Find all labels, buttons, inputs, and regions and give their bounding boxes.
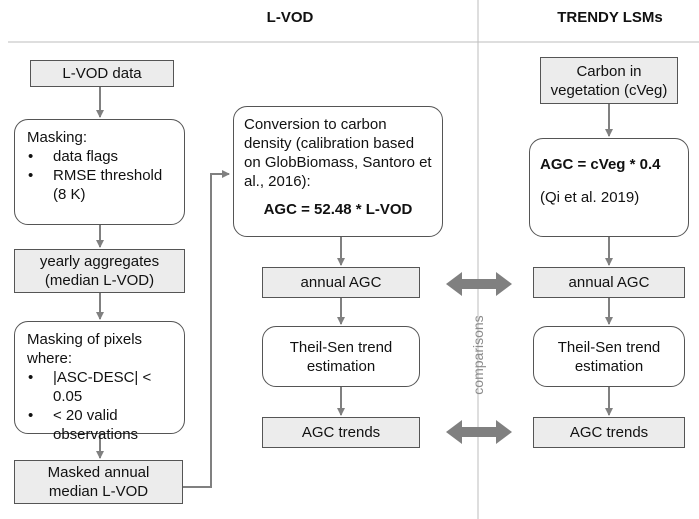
agc-trends-label-right: AGC trends <box>569 424 649 441</box>
lvod-header: L-VOD <box>266 9 314 26</box>
theil-sen-box-right: Theil-Sen trend estimation <box>533 326 685 387</box>
masked-line1: Masked annual <box>47 464 150 481</box>
masked-line2: median L-VOD <box>48 483 149 500</box>
masking-box: Masking: data flags RMSE threshold (8 K) <box>14 119 185 225</box>
masking-item-rmse: RMSE threshold (8 K) <box>27 166 172 204</box>
carbon-vegetation-box: Carbon in vegetation (cVeg) <box>540 57 678 104</box>
annual-agc-box-middle: annual AGC <box>262 267 420 298</box>
cveg-formula-box: AGC = cVeg * 0.4 (Qi et al. 2019) <box>529 138 689 237</box>
conversion-formula: AGC = 52.48 * L-VOD <box>263 201 413 218</box>
conversion-box: Conversion to carbon density (calibratio… <box>233 106 443 237</box>
theil-line1-middle: Theil-Sen trend <box>289 338 393 356</box>
comparison-double-arrow-annual <box>446 272 512 296</box>
carbon-line2: vegetation (cVeg) <box>550 81 668 99</box>
yearly-aggregates-box: yearly aggregates (median L-VOD) <box>14 249 185 293</box>
agc-trends-label-middle: AGC trends <box>301 424 381 441</box>
lvod-data-box: L-VOD data <box>30 60 174 87</box>
pixel-masking-box: Masking of pixels where: |ASC-DESC| < 0.… <box>14 321 185 443</box>
agc-trends-box-middle: AGC trends <box>262 417 420 448</box>
yearly-line2: (median L-VOD) <box>44 272 155 289</box>
masking-item-data-flags: data flags <box>27 147 172 166</box>
theil-line2-right: estimation <box>574 357 644 375</box>
masking-title: Masking: <box>27 129 88 146</box>
carbon-line1: Carbon in <box>576 62 642 80</box>
arrow-masked-to-conversion <box>183 170 230 488</box>
theil-sen-box-middle: Theil-Sen trend estimation <box>262 326 420 387</box>
lvod-data-label: L-VOD data <box>62 65 142 82</box>
pixel-item-observations: < 20 valid observations <box>27 406 172 444</box>
pixel-masking-title: Masking of pixels where: <box>27 331 143 367</box>
comparison-double-arrow-trends <box>446 420 512 444</box>
annual-agc-box-right: annual AGC <box>533 267 685 298</box>
annual-agc-label-right: annual AGC <box>568 274 650 291</box>
theil-line1-right: Theil-Sen trend <box>557 338 661 356</box>
theil-line2-middle: estimation <box>306 357 376 375</box>
pixel-item-asc-desc: |ASC-DESC| < 0.05 <box>27 368 172 406</box>
masked-annual-box: Masked annual median L-VOD <box>14 460 183 504</box>
conversion-text: Conversion to carbon density (calibratio… <box>244 116 432 190</box>
trendy-lsms-header: TRENDY LSMs <box>557 9 663 26</box>
cveg-formula: AGC = cVeg * 0.4 <box>540 156 661 173</box>
yearly-line1: yearly aggregates <box>39 253 160 270</box>
annual-agc-label-middle: annual AGC <box>300 274 382 291</box>
agc-trends-box-right: AGC trends <box>533 417 685 448</box>
qi-reference: (Qi et al. 2019) <box>540 189 640 206</box>
